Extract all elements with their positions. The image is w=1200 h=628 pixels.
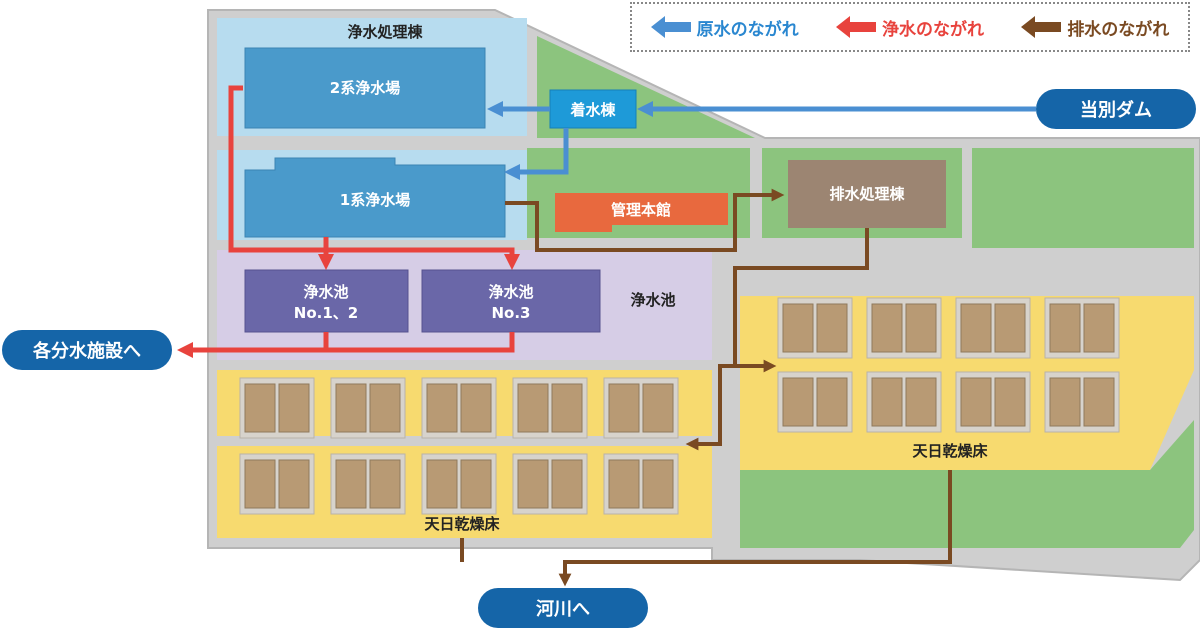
reservoir-3-label-line2: No.3: [492, 304, 531, 322]
green-area-east: [972, 148, 1194, 248]
admin-building[interactable]: [555, 193, 728, 232]
plant-2-building[interactable]: [244, 47, 486, 129]
dam-label: 当別ダム: [1080, 100, 1152, 121]
reservoir-3[interactable]: [421, 269, 601, 333]
clean-water-flow: [176, 85, 521, 359]
reservoir-1-2-label-line1: 浄水池: [303, 283, 348, 301]
reservoir-3-label-line1: 浄水池: [488, 283, 533, 301]
legend: 原水のながれ 浄水のながれ 排水のながれ: [630, 2, 1190, 52]
legend-raw-water: 原水のながれ: [650, 15, 799, 40]
arrow-left-icon: [835, 16, 876, 38]
drying-bed-right-label: 天日乾燥床: [912, 442, 988, 460]
legend-clean-label: 浄水のながれ: [881, 19, 984, 40]
legend-raw-label: 原水のながれ: [696, 19, 799, 40]
arrow-left-icon: [1021, 16, 1062, 38]
waste-water-flow: [460, 188, 952, 587]
legend-clean-water: 浄水のながれ: [835, 15, 984, 40]
plant-1-label: 1系浄水場: [340, 191, 410, 209]
drying-bed-left-label: 天日乾燥床: [424, 515, 500, 533]
reservoir-1-2-label-line2: No.1、2: [294, 304, 358, 322]
drying-bed-units-left-top: [239, 377, 679, 439]
treatment-building-label: 浄水処理棟: [347, 23, 423, 41]
drying-bed-units-left-bottom: [239, 453, 679, 515]
drainage-label: 排水処理棟: [829, 185, 905, 203]
dam-pill[interactable]: 当別ダム: [1036, 89, 1196, 129]
plant-1-building[interactable]: [244, 157, 506, 238]
green-area-southeast: [740, 420, 1194, 548]
legend-waste-label: 排水のながれ: [1067, 19, 1170, 40]
distribution-pill[interactable]: 各分水施設へ: [2, 330, 172, 370]
intake-label: 着水棟: [569, 101, 616, 119]
legend-waste-water: 排水のながれ: [1021, 15, 1169, 40]
admin-label: 管理本館: [611, 201, 671, 219]
distribution-label: 各分水施設へ: [33, 341, 141, 362]
river-label: 河川へ: [536, 599, 590, 620]
reservoir-1-2[interactable]: [244, 269, 409, 333]
river-pill[interactable]: 河川へ: [478, 588, 648, 628]
reservoir-area-label: 浄水池: [630, 291, 675, 309]
arrow-left-icon: [650, 16, 691, 38]
raw-water-flow: [486, 100, 1036, 181]
drainage-building[interactable]: [788, 160, 946, 228]
plant-2-label: 2系浄水場: [330, 79, 400, 97]
